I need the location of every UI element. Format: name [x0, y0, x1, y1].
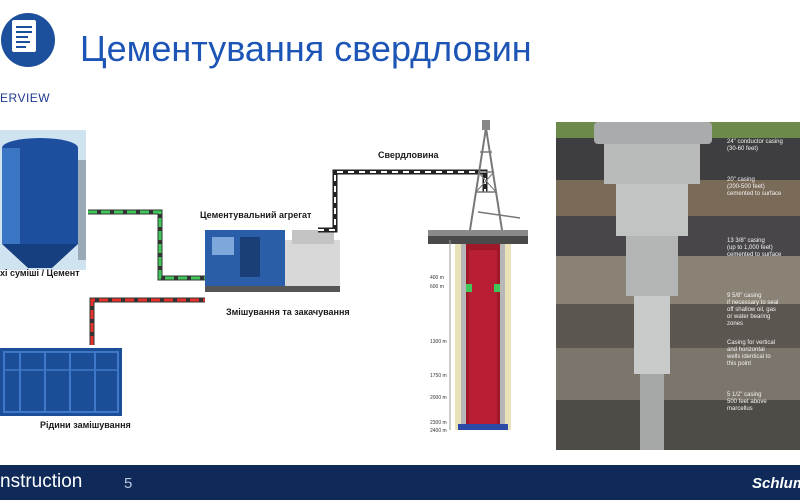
document-logo-icon — [1, 13, 55, 67]
label-cementing-unit: Цементувальний агрегат — [200, 210, 312, 220]
overview-label: ERVIEW — [0, 91, 51, 105]
cement-silo-image — [0, 130, 86, 270]
cementing-unit-image — [205, 230, 340, 292]
depth-marker: 2400 m — [430, 428, 447, 434]
cementing-diagram — [0, 120, 528, 430]
casing-annotation: 24" conductor casing(30-60 feet) — [727, 139, 783, 152]
depth-marker: 1750 m — [430, 373, 447, 379]
depth-marker: 600 m — [430, 284, 444, 290]
footer-bar — [0, 465, 800, 500]
casing-annotation: 20" casing(200-500 feet)cemented to surf… — [727, 177, 782, 197]
wellbore-cross-section — [428, 230, 528, 430]
depth-marker: 400 m — [430, 275, 444, 281]
casing-strata-image — [556, 122, 800, 450]
depth-marker: 2300 m — [430, 420, 447, 426]
casing-annotation: 13 3/8" casing(up to 1,000 feet)cemented… — [727, 238, 782, 258]
label-cement-mixes: хі суміші / Цемент — [0, 268, 80, 278]
depth-marker: 1300 m — [430, 339, 447, 345]
drilling-rig-derrick — [469, 120, 521, 231]
label-mixing-fluids: Рідини замішування — [40, 420, 131, 430]
page-number: 5 — [124, 475, 133, 492]
brand-logo: Schlum — [752, 475, 800, 492]
page-title: Цементування свердловин — [80, 28, 532, 69]
label-mixing-pumping: Змішування та закачування — [226, 307, 350, 317]
footer-course-label: nstruction — [0, 471, 83, 492]
depth-marker: 2000 m — [430, 395, 447, 401]
label-well: Свердловина — [378, 150, 439, 160]
mixing-fluids-tank-image — [0, 348, 122, 416]
